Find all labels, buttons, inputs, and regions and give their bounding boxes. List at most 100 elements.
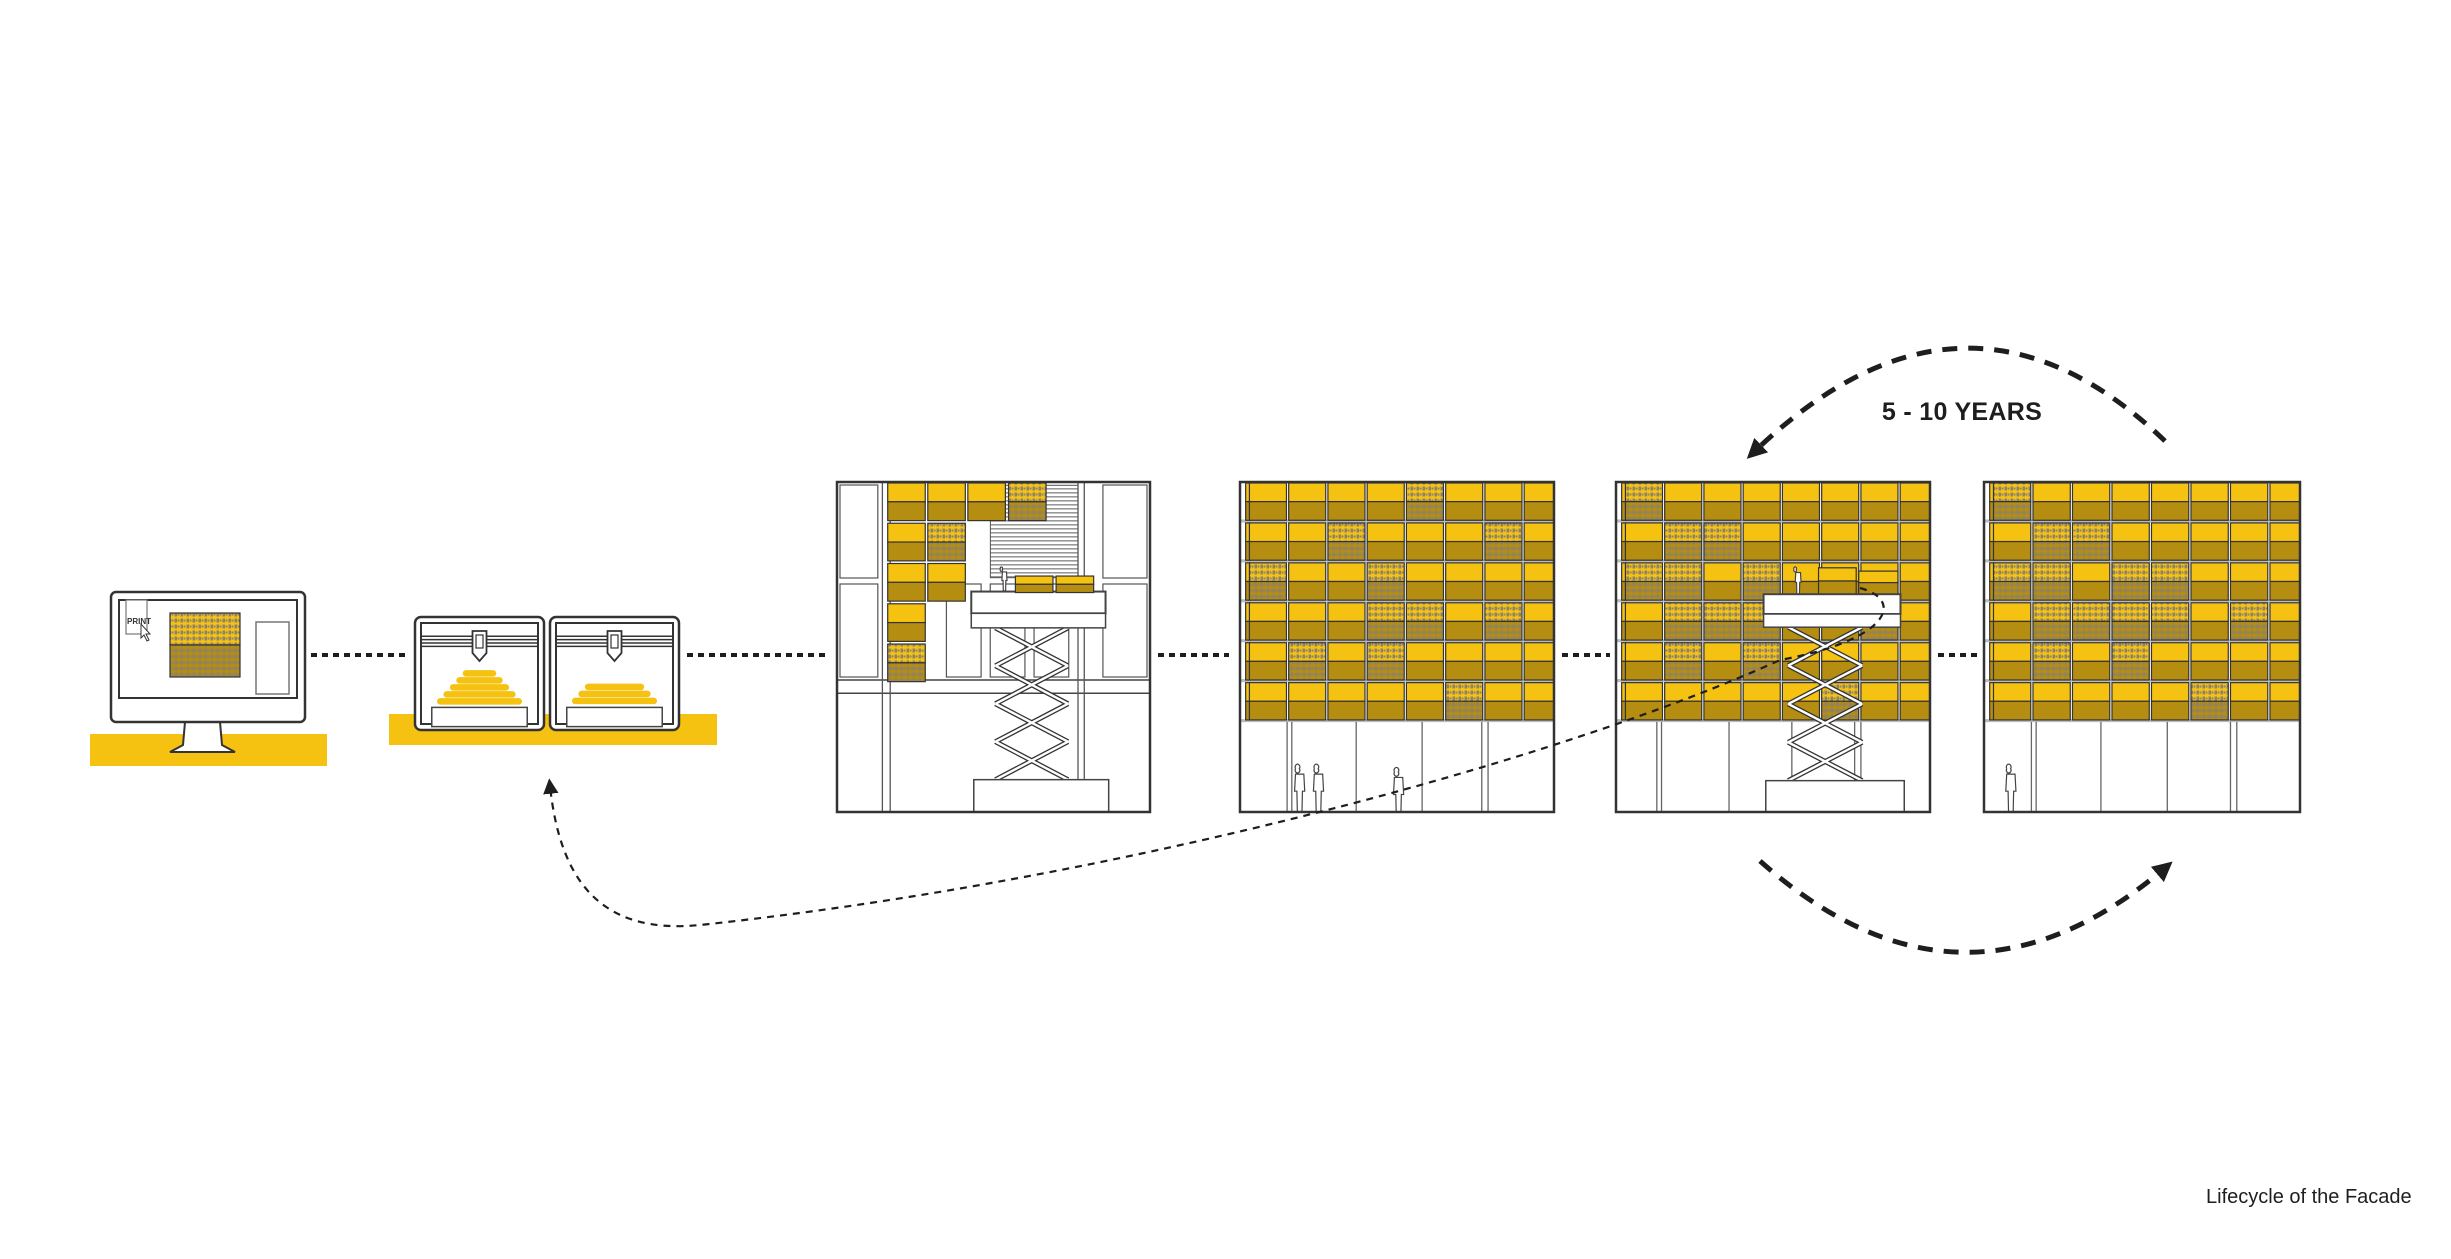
- module-bottom: [2150, 501, 2190, 521]
- printed-facade-module: [1742, 562, 1781, 601]
- printed-facade-module: [2229, 602, 2269, 641]
- printed-facade-module: [1484, 522, 1523, 561]
- module-bottom: [1327, 501, 1366, 521]
- module-top: [1523, 522, 1554, 543]
- module-top: [1624, 682, 1664, 702]
- cycle-duration-label: 5 - 10 YEARS: [1881, 398, 2043, 426]
- printed-facade-module: [2150, 602, 2190, 641]
- module-bottom: [1664, 540, 1703, 561]
- module-bottom: [1366, 540, 1405, 561]
- module-top: [1703, 482, 1742, 503]
- module-top: [1366, 642, 1405, 662]
- facade-module: [2032, 482, 2071, 521]
- module-top: [2150, 682, 2190, 702]
- module-bottom: [1288, 620, 1327, 641]
- facade-module: [2229, 482, 2269, 521]
- window-frame: [839, 583, 879, 678]
- facade-module: [2269, 682, 2300, 721]
- module-top: [2269, 642, 2300, 662]
- module-top: [1992, 562, 2032, 583]
- module-bottom: [1523, 620, 1554, 641]
- module-bottom: [1860, 660, 1899, 681]
- module-bottom: [1523, 700, 1554, 721]
- module-bottom: [1288, 540, 1327, 561]
- module-top: [2190, 642, 2229, 662]
- module-top: [1992, 482, 2032, 503]
- module-bottom: [2150, 540, 2190, 561]
- module-bottom: [2229, 700, 2269, 721]
- module-top: [2190, 522, 2229, 543]
- module-top: [1523, 682, 1554, 702]
- module-bottom: [1624, 501, 1664, 521]
- printed-facade-module: [2032, 522, 2071, 561]
- module-bottom: [1405, 660, 1445, 681]
- module-bottom: [2150, 580, 2190, 601]
- facade-module: [1899, 522, 1930, 561]
- scissor-arms-inner: [994, 626, 1069, 781]
- module-bottom: [1248, 660, 1288, 681]
- facade-module: [1860, 482, 1899, 521]
- module-bottom: [1703, 620, 1742, 641]
- facade-module: [1624, 642, 1664, 681]
- 3d-printer: [548, 615, 681, 732]
- panel-border: [1238, 480, 1556, 814]
- module-bottom: [1288, 700, 1327, 721]
- facade-module: [1742, 482, 1781, 521]
- module-bottom: [1992, 660, 2032, 681]
- module-top: [1484, 602, 1523, 623]
- module-top: [1664, 682, 1703, 702]
- module-top: [927, 522, 966, 543]
- module-top: [2071, 482, 2111, 503]
- printed-facade-module: [2071, 602, 2111, 641]
- module-top: [2190, 482, 2229, 503]
- module-top: [2269, 482, 2300, 503]
- module-bottom: [1445, 660, 1484, 681]
- module-bottom: [1405, 580, 1445, 601]
- module-top: [927, 482, 966, 503]
- module-bottom: [2269, 501, 2300, 521]
- module-bottom: [1899, 580, 1930, 601]
- module-bottom: [1445, 580, 1484, 601]
- printed-facade-module: [1405, 482, 1445, 521]
- module-top: [2071, 522, 2111, 543]
- module-bottom: [2071, 700, 2111, 721]
- recycle-return-arrow: [543, 586, 1885, 928]
- cycle-arrow-top: [1746, 345, 2167, 459]
- module-top: [1366, 602, 1405, 623]
- printed-facade-module: [1248, 562, 1288, 601]
- module-bottom: [1288, 660, 1327, 681]
- facade-module: [1992, 642, 2032, 681]
- printed-layer: [456, 677, 503, 684]
- module-bottom: [1742, 540, 1781, 561]
- module-top: [2269, 522, 2300, 543]
- module-top: [2111, 682, 2150, 702]
- module-bottom: [887, 662, 926, 683]
- build-plate: [566, 706, 663, 728]
- facade-module: [1445, 482, 1484, 521]
- module-bottom: [1624, 660, 1664, 681]
- module-bottom: [1248, 501, 1288, 521]
- module-bottom: [2190, 540, 2229, 561]
- facade-module: [1288, 482, 1327, 521]
- module-bottom: [1366, 700, 1405, 721]
- module-top: [1445, 682, 1484, 702]
- module-top: [2071, 562, 2111, 583]
- module-top: [1703, 602, 1742, 623]
- facade-module: [2150, 642, 2190, 681]
- module-bottom: [1523, 660, 1554, 681]
- module-top: [887, 643, 926, 664]
- facade-module: [1664, 682, 1703, 721]
- facade-module: [1899, 642, 1930, 681]
- module-top: [1327, 602, 1366, 623]
- cycle-arrow-bottom: [1758, 859, 2173, 955]
- module-bottom: [1007, 501, 1047, 522]
- module-bottom: [2111, 620, 2150, 641]
- module-top: [2150, 522, 2190, 543]
- module-bottom: [2150, 660, 2190, 681]
- installation-panel: [835, 480, 1152, 814]
- printed-facade-module: [1992, 482, 2032, 521]
- module-bottom: [1703, 660, 1742, 681]
- module-top: [2032, 682, 2071, 702]
- facade-module: [1860, 642, 1899, 681]
